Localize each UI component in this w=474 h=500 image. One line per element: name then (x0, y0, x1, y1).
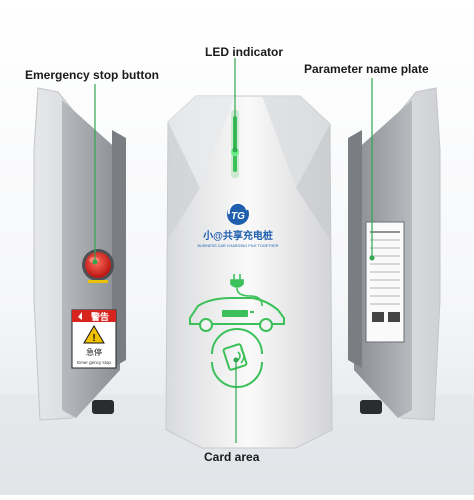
svg-text:!: ! (92, 333, 95, 344)
card-area (211, 328, 263, 388)
brand-logo: TG (227, 201, 249, 225)
warning-title: 警告 (91, 311, 109, 322)
warning-text: 急停 (86, 347, 102, 357)
electric-car-icon (189, 297, 285, 332)
nfc-wave-icon (237, 348, 245, 364)
logo-letters: TG (231, 211, 245, 222)
warning-subtext: Emer gency stop (77, 360, 111, 365)
emergency-stop-label: Emergency stop button (25, 68, 160, 82)
right-side-unit (348, 87, 441, 421)
cable-gland (360, 400, 382, 414)
led-indicator-label: LED indicator (205, 45, 284, 59)
parameter-plate-label: Parameter name plate (304, 62, 429, 76)
warning-label: 警告 ! 急停 Emer gency stop (71, 309, 117, 369)
brand-subtext: BUSINESS CAR CHARGING PILE TOGETHER (197, 244, 278, 248)
front-unit: TG 小@共享充电桩 BUSINESS CAR CHARGING PILE TO… (165, 95, 333, 449)
brand-text: 小@共享充电桩 (202, 229, 273, 242)
left-side-unit: 警告 ! 急停 Emer gency stop (33, 87, 126, 421)
card-area-label: Card area (204, 450, 260, 464)
callout-lines (92, 58, 375, 443)
emergency-stop-button (82, 249, 114, 283)
cable-gland (92, 400, 114, 414)
